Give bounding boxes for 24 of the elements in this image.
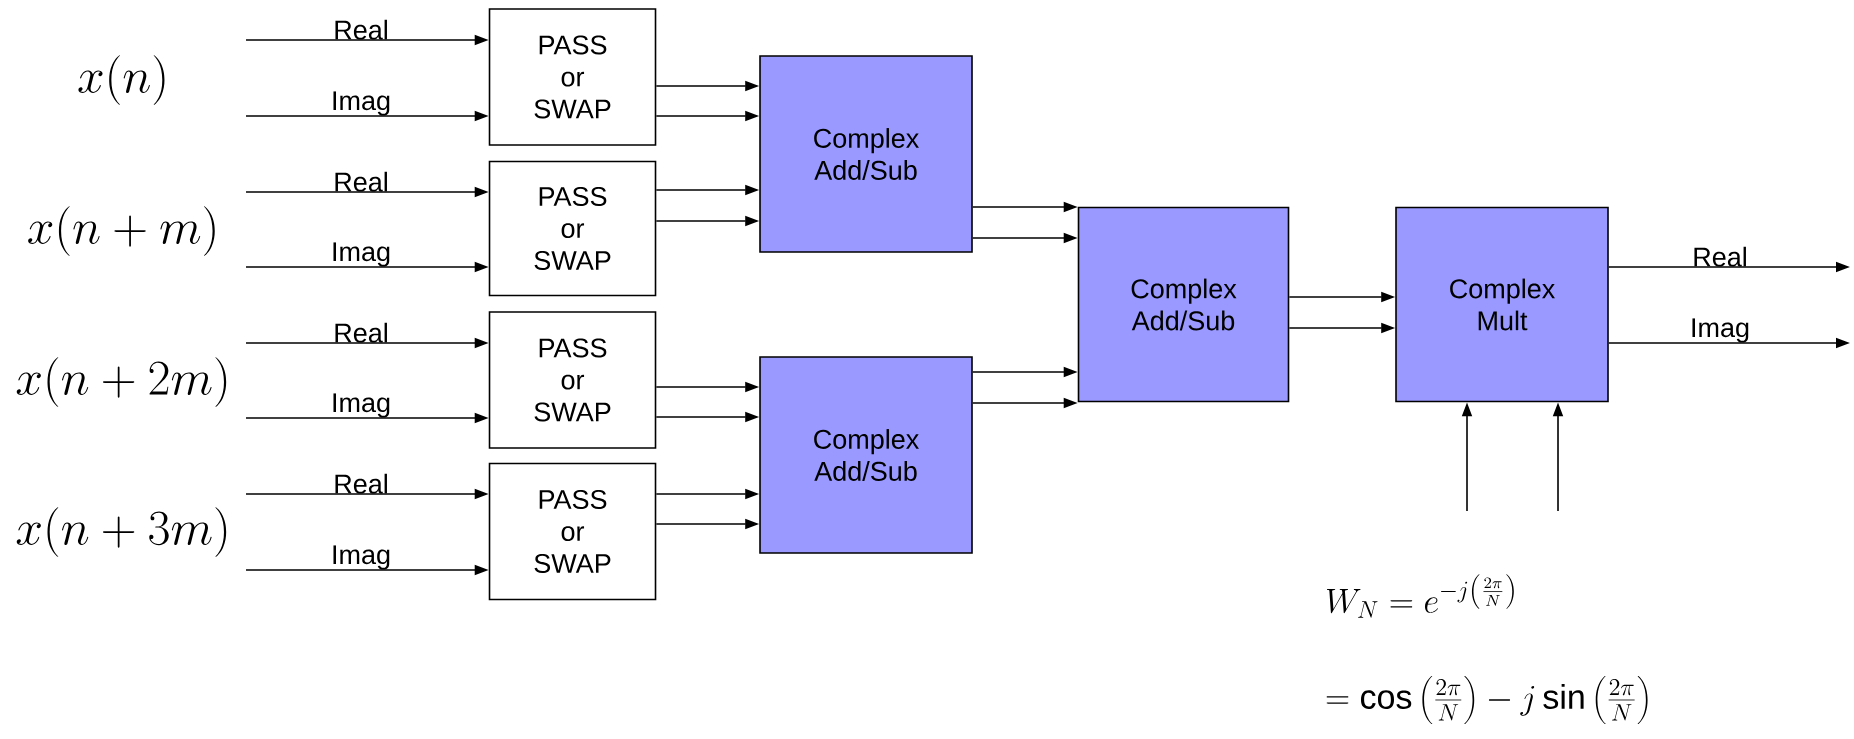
edge-label: Imag xyxy=(333,242,390,267)
pass-swap-box: PASS or SWAP xyxy=(488,160,657,297)
edge-label: Real xyxy=(335,19,387,40)
pass-swap-box: PASS or SWAP xyxy=(488,311,657,449)
edge-label: Real xyxy=(335,322,387,343)
pass-swap-box: PASS or SWAP xyxy=(488,462,657,601)
signal-formula: $x(n+2m)$ xyxy=(16,357,227,407)
edge-label: Real xyxy=(1694,246,1746,267)
edge-label: Imag xyxy=(333,545,390,570)
twiddle-formula: $= \cos\left(\frac{2\pi}{N}\right) - j\sin\left(\frac{2\pi}{N}\right)$ xyxy=(1326,676,1648,724)
signal-formula: $x(n)$ xyxy=(78,55,165,105)
pass-swap-box: PASS or SWAP xyxy=(488,8,657,146)
signal-formula: $x(n+3m)$ xyxy=(16,507,227,557)
signal-formula: $x(n+m)$ xyxy=(28,206,215,256)
process-block: Complex Add/Sub xyxy=(759,55,973,253)
process-block: Complex Add/Sub xyxy=(1077,206,1290,403)
edge-label: Imag xyxy=(333,393,390,418)
edge-label: Real xyxy=(335,171,387,192)
edge-label: Imag xyxy=(333,91,390,116)
edge-label: Imag xyxy=(1692,318,1749,343)
twiddle-formula: $W_N = e^{-j\left(\frac{2\pi}{N}\right)}$ xyxy=(1326,574,1514,618)
process-block: Complex Mult xyxy=(1395,206,1609,403)
process-block: Complex Add/Sub xyxy=(759,356,973,554)
edge-label: Real xyxy=(335,473,387,494)
